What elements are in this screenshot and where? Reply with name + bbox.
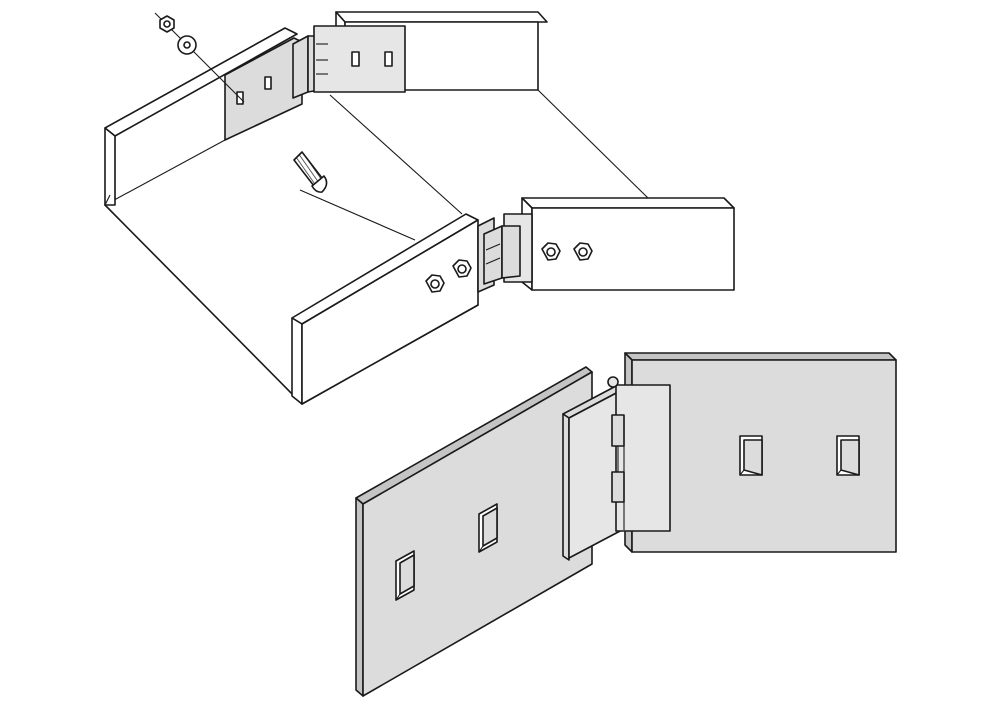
hex-nut-icon	[573, 242, 593, 261]
hex-nut-icon	[425, 274, 445, 293]
bolt-slot	[836, 435, 860, 476]
hinged-splice-plate-detail	[355, 352, 897, 697]
side-hinge-connector	[477, 213, 533, 293]
left-splice-plate	[355, 366, 593, 697]
bolt-slot	[478, 503, 498, 553]
hinge-pin-icon	[607, 376, 619, 388]
bolt-slot	[351, 51, 360, 67]
fastener-hardware	[154, 12, 593, 293]
carriage-bolt-icon	[293, 151, 328, 193]
bolt-slot	[395, 550, 415, 601]
hinge-assembly	[562, 376, 671, 561]
left-tray-section	[104, 27, 479, 405]
top-hinge-connector	[224, 25, 406, 141]
bolt-slot	[384, 51, 393, 67]
bolt-slot	[739, 435, 763, 476]
cable-tray-assembly	[104, 11, 735, 405]
right-splice-plate	[624, 352, 897, 553]
bolt-slot	[264, 76, 272, 90]
hex-nut-icon	[452, 259, 472, 278]
hex-nut-icon	[541, 242, 561, 261]
